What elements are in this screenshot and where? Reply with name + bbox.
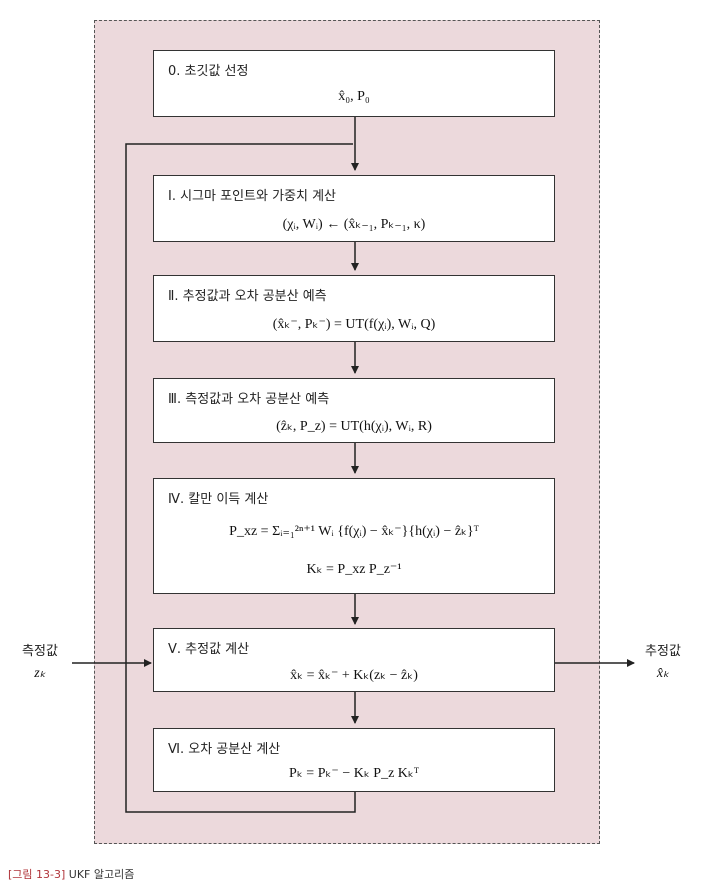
- step-4-title: Ⅳ. 칼만 이득 계산: [168, 492, 269, 507]
- step-3-formula: (ẑₖ, P_z) = UT(h(χᵢ), Wᵢ, R): [276, 419, 432, 434]
- step-2-title: Ⅱ. 추정값과 오차 공분산 예측: [168, 289, 327, 304]
- figure-caption-tag: [그림 13-3]: [8, 868, 66, 881]
- step-3-measurement-prediction-box: Ⅲ. 측정값과 오차 공분산 예측 (ẑₖ, P_z) = UT(h(χᵢ), …: [153, 378, 555, 443]
- step-0-title: 0. 초깃값 선정: [168, 64, 249, 79]
- figure-caption: [그림 13-3] UKF 알고리즘: [8, 866, 134, 882]
- measurement-input-label: 측정값: [22, 644, 58, 659]
- step-1-formula: (χᵢ, Wᵢ) ← (x̂ₖ₋₁, Pₖ₋₁, κ): [282, 217, 426, 232]
- step-4-kalman-gain-box: Ⅳ. 칼만 이득 계산 P_xz = Σᵢ₌₁²ⁿ⁺¹ Wᵢ {f(χᵢ) − …: [153, 478, 555, 594]
- step-5-title: Ⅴ. 추정값 계산: [168, 642, 250, 657]
- step-1-sigma-points-box: Ⅰ. 시그마 포인트와 가중치 계산 (χᵢ, Wᵢ) ← (x̂ₖ₋₁, Pₖ…: [153, 175, 555, 242]
- feedback-loop: [125, 143, 356, 813]
- estimate-output-variable: x̂ₖ: [656, 666, 670, 681]
- step-0-initialization-box: 0. 초깃값 선정 x̂₀, P₀: [153, 50, 555, 117]
- step-3-title: Ⅲ. 측정값과 오차 공분산 예측: [168, 392, 330, 407]
- step-4-formula-cross-covariance: P_xz = Σᵢ₌₁²ⁿ⁺¹ Wᵢ {f(χᵢ) − x̂ₖ⁻}{h(χᵢ) …: [229, 524, 479, 539]
- step-5-formula: x̂ₖ = x̂ₖ⁻ + Kₖ(zₖ − ẑₖ): [290, 668, 418, 683]
- step-6-formula: Pₖ = Pₖ⁻ − Kₖ P_z Kₖᵀ: [289, 766, 419, 781]
- step-2-state-prediction-box: Ⅱ. 추정값과 오차 공분산 예측 (x̂ₖ⁻, Pₖ⁻) = UT(f(χᵢ)…: [153, 275, 555, 342]
- step-6-title: Ⅵ. 오차 공분산 계산: [168, 742, 281, 757]
- step-2-formula: (x̂ₖ⁻, Pₖ⁻) = UT(f(χᵢ), Wᵢ, Q): [272, 317, 436, 332]
- step-5-estimate-box: Ⅴ. 추정값 계산 x̂ₖ = x̂ₖ⁻ + Kₖ(zₖ − ẑₖ): [153, 628, 555, 692]
- measurement-input-variable: zₖ: [34, 666, 46, 681]
- estimate-output-label: 추정값: [645, 644, 681, 659]
- estimate-output: 추정값 x̂ₖ: [637, 640, 689, 682]
- step-1-title: Ⅰ. 시그마 포인트와 가중치 계산: [168, 189, 337, 204]
- figure-caption-text: UKF 알고리즘: [65, 868, 135, 881]
- step-0-formula: x̂₀, P₀: [338, 89, 370, 104]
- measurement-input: 측정값 zₖ: [14, 640, 66, 682]
- step-6-error-covariance-box: Ⅵ. 오차 공분산 계산 Pₖ = Pₖ⁻ − Kₖ P_z Kₖᵀ: [153, 728, 555, 792]
- step-4-formula-gain: Kₖ = P_xz P_z⁻¹: [306, 562, 402, 577]
